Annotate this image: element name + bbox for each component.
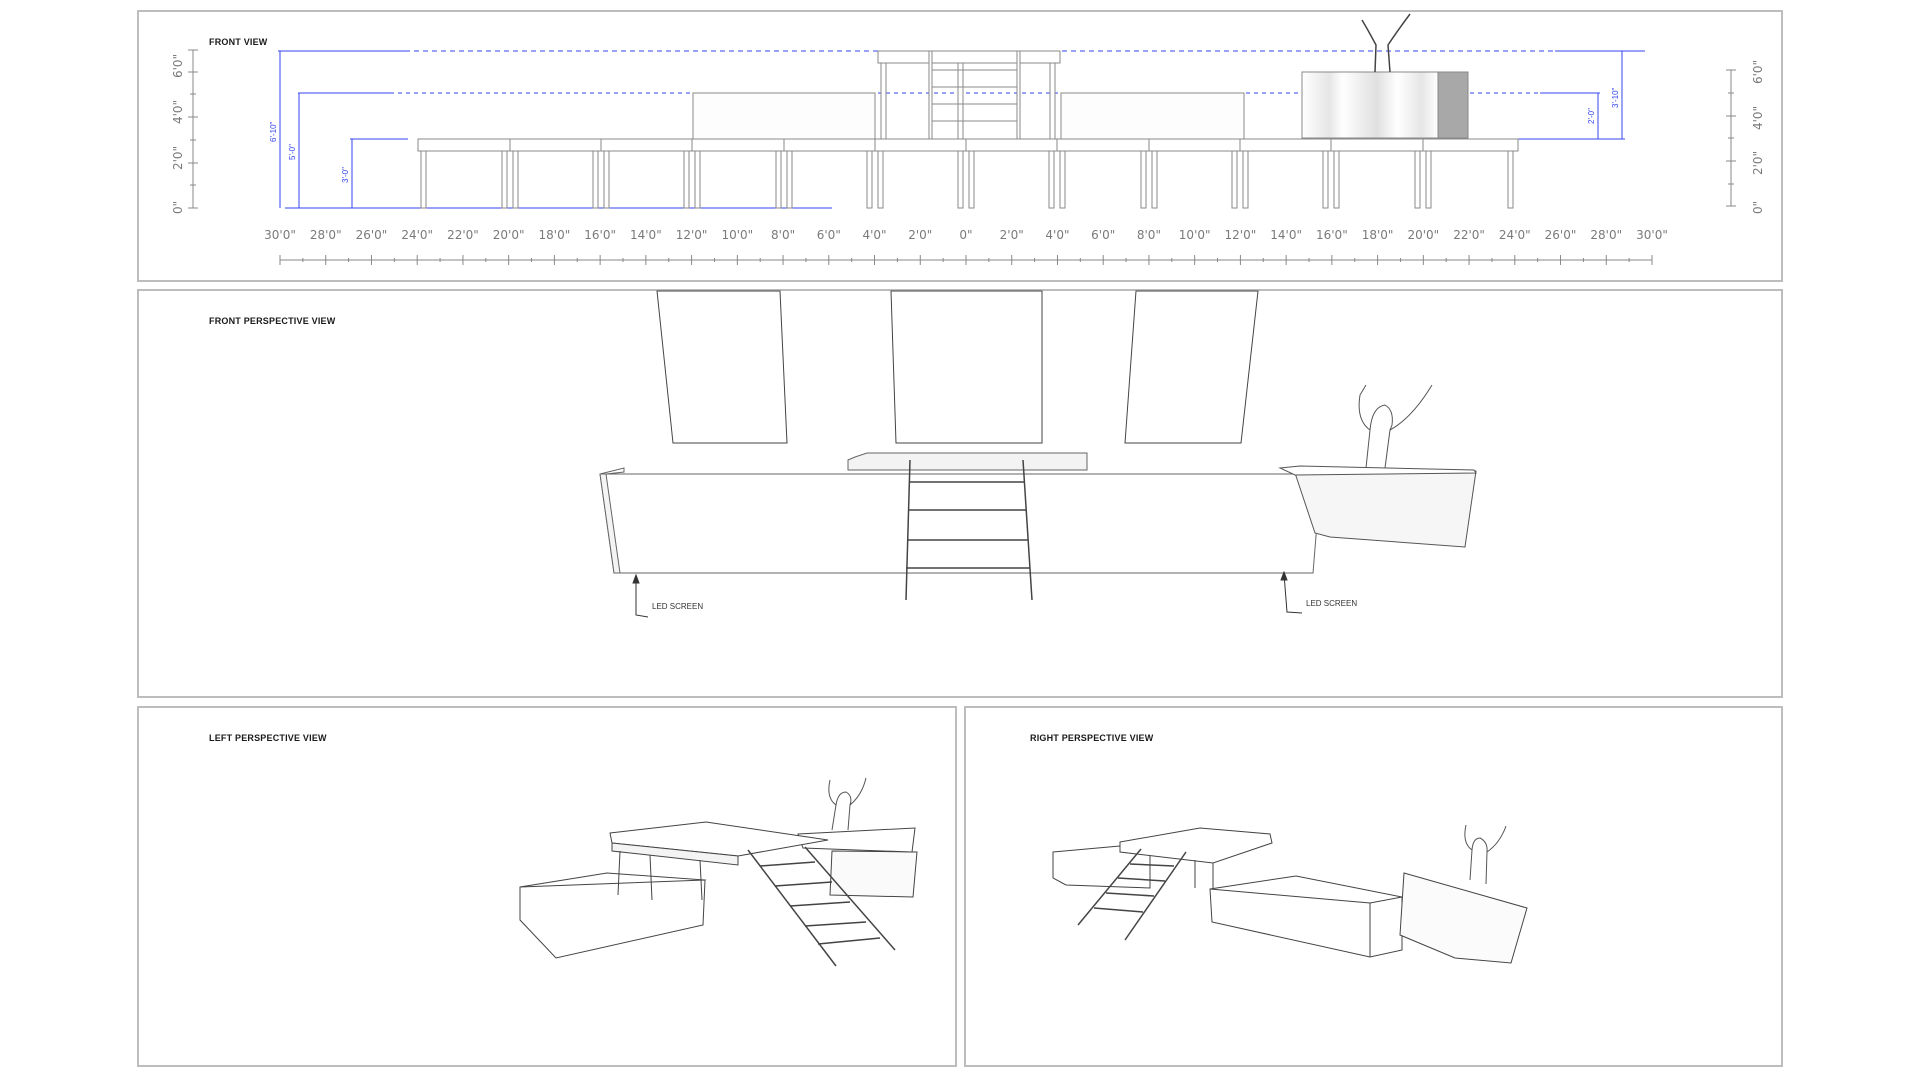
hanging-screen-right [1124,290,1259,444]
center-stage-top [847,452,1088,471]
scale-label: 4'0" [862,228,886,242]
front-view-title: FRONT VIEW [209,37,268,47]
scale-label: 0" [959,228,972,242]
scale-label: 4'0" [1045,228,1069,242]
left-height-scale [188,49,198,209]
dimension-3ft: 3'-0" [341,167,350,183]
dj-figure-right [1464,824,1507,885]
height-label-2ft: 2'0" [171,146,185,170]
right-height-label-2ft: 2'0" [1751,151,1765,175]
scale-label: 8'0" [1137,228,1161,242]
right-perspective-title: RIGHT PERSPECTIVE VIEW [1030,733,1154,743]
scale-label: 6'0" [1091,228,1115,242]
center-stage-top-left [609,821,829,857]
height-label-0: 0" [171,201,185,214]
scale-label: 12'0" [676,228,708,242]
ladder-right-view [1077,848,1187,941]
led-screen-callout-left [632,573,649,618]
ladder-left-view [747,846,896,967]
led-screen-callout-right [1280,570,1303,614]
scale-label: 28'0" [1590,228,1622,242]
dimension-3ft10: 3'-10" [1611,87,1620,108]
dj-booth [1301,13,1469,139]
scale-label: 2'0" [1000,228,1024,242]
dj-booth-right [1399,872,1528,964]
scale-label: 20'0" [493,228,525,242]
center-stage-top-right [1119,827,1273,864]
scale-label: 10'0" [721,228,753,242]
dimension-5ft: 5'-0" [288,144,297,160]
hanging-screen-left [656,290,788,444]
height-label-4ft: 4'0" [171,100,185,124]
scale-label: 22'0" [447,228,479,242]
horizontal-scale-labels: 30'0" 28'0" 26'0" 24'0" 22'0" 20'0" 18'0" 16'0"… [264,228,1668,242]
scale-label: 16'0" [1316,228,1348,242]
scale-label: 30'0" [1636,228,1668,242]
hanging-screen-center [890,290,1043,444]
scale-label: 24'0" [401,228,433,242]
scale-label: 30'0" [264,228,296,242]
scale-label: 2'0" [908,228,932,242]
scale-label: 14'0" [1270,228,1302,242]
scale-label: 18'0" [539,228,571,242]
riser-box-right [829,850,918,898]
deck-legs [420,150,1514,209]
scale-label: 12'0" [1225,228,1257,242]
horizontal-scale-ticks [279,255,1653,265]
scale-label: 16'0" [584,228,616,242]
center-stage [877,50,1061,140]
right-height-label-6ft: 6'0" [1751,60,1765,84]
front-perspective-drawing: LED SCREEN LED SCREEN [599,290,1477,618]
scale-label: 8'0" [771,228,795,242]
scale-label: 22'0" [1453,228,1485,242]
scale-label: 14'0" [630,228,662,242]
dimension-6ft10: 6'-10" [269,121,278,142]
riser-box-left-front [519,879,706,959]
led-screen-label-left: LED SCREEN [652,602,703,611]
led-screen-label-right: LED SCREEN [1306,599,1357,608]
scale-label: 18'0" [1362,228,1394,242]
riser-box-front [1209,875,1403,958]
right-height-scale [1726,69,1736,207]
side-riser-boxes [692,92,1245,140]
left-perspective-title: LEFT PERSPECTIVE VIEW [209,733,327,743]
scale-label: 6'0" [817,228,841,242]
center-ladder [905,459,1033,601]
scale-label: 26'0" [1545,228,1577,242]
scale-label: 26'0" [356,228,388,242]
dj-figure-left [828,777,867,831]
front-perspective-title: FRONT PERSPECTIVE VIEW [209,316,336,326]
right-height-label-4ft: 4'0" [1751,106,1765,130]
scale-label: 28'0" [310,228,342,242]
height-label-6ft: 6'0" [171,54,185,78]
dimension-2ft: 2'-0" [1587,108,1596,124]
stage-decks [417,138,1519,152]
scale-label: 20'0" [1407,228,1439,242]
scale-label: 24'0" [1499,228,1531,242]
front-view-drawing: 6'0" 4'0" 2'0" 0" 6'0" 4'0" 2'0" 0" 6'-1… [171,13,1765,265]
scale-label: 10'0" [1179,228,1211,242]
right-height-label-0: 0" [1751,201,1765,214]
